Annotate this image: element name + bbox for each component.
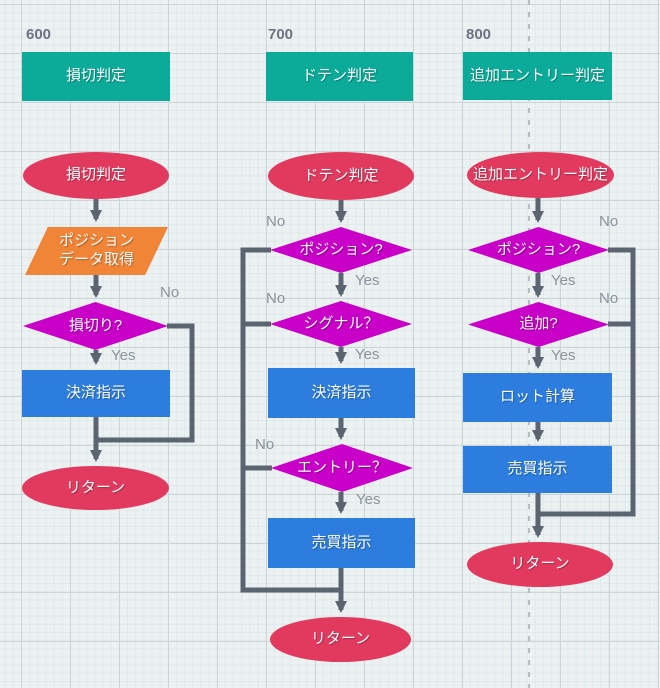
c800-end-terminal[interactable]: リターン [467, 542, 613, 587]
c800-process-trade[interactable]: 売買指示 [463, 446, 612, 493]
c700-process-settlement[interactable]: 決済指示 [268, 368, 415, 418]
io-text: ポジションデータ取得 [58, 232, 134, 268]
c800-process-lot-calc[interactable]: ロット計算 [463, 373, 612, 422]
column-ref-700: 700 [268, 26, 294, 43]
edge-label-yes: Yes [356, 491, 381, 508]
c600-io-position-data[interactable]: ポジションデータ取得 [25, 227, 168, 275]
edge-label-no: No [599, 290, 619, 307]
c600-start-terminal[interactable]: 損切判定 [23, 152, 169, 199]
c700-end-terminal[interactable]: リターン [270, 617, 411, 662]
c600-end-terminal[interactable]: リターン [22, 466, 169, 510]
edge-label-no: No [160, 284, 180, 301]
edge-label-no: No [599, 213, 619, 230]
edge-label-yes: Yes [355, 272, 380, 289]
c700-header-box[interactable]: ドテン判定 [266, 52, 413, 101]
column-ref-600: 600 [26, 26, 52, 43]
edge-label-yes: Yes [551, 272, 576, 289]
edge-label-no: No [266, 213, 286, 230]
c800-header-box[interactable]: 追加エントリー判定 [463, 52, 612, 100]
c700-start-terminal[interactable]: ドテン判定 [268, 152, 414, 200]
edge-label-yes: Yes [551, 347, 576, 364]
edge-label-yes: Yes [111, 347, 136, 364]
edge-label-no: No [255, 436, 275, 453]
edge-label-yes: Yes [355, 346, 380, 363]
flow-connectors [90, 196, 636, 613]
c600-header-box[interactable]: 損切判定 [22, 52, 170, 101]
c800-start-terminal[interactable]: 追加エントリー判定 [467, 152, 614, 198]
c700-process-trade[interactable]: 売買指示 [268, 518, 415, 568]
edge-label-no: No [266, 290, 286, 307]
column-ref-800: 800 [466, 26, 492, 43]
c600-process-settlement[interactable]: 決済指示 [22, 370, 170, 417]
